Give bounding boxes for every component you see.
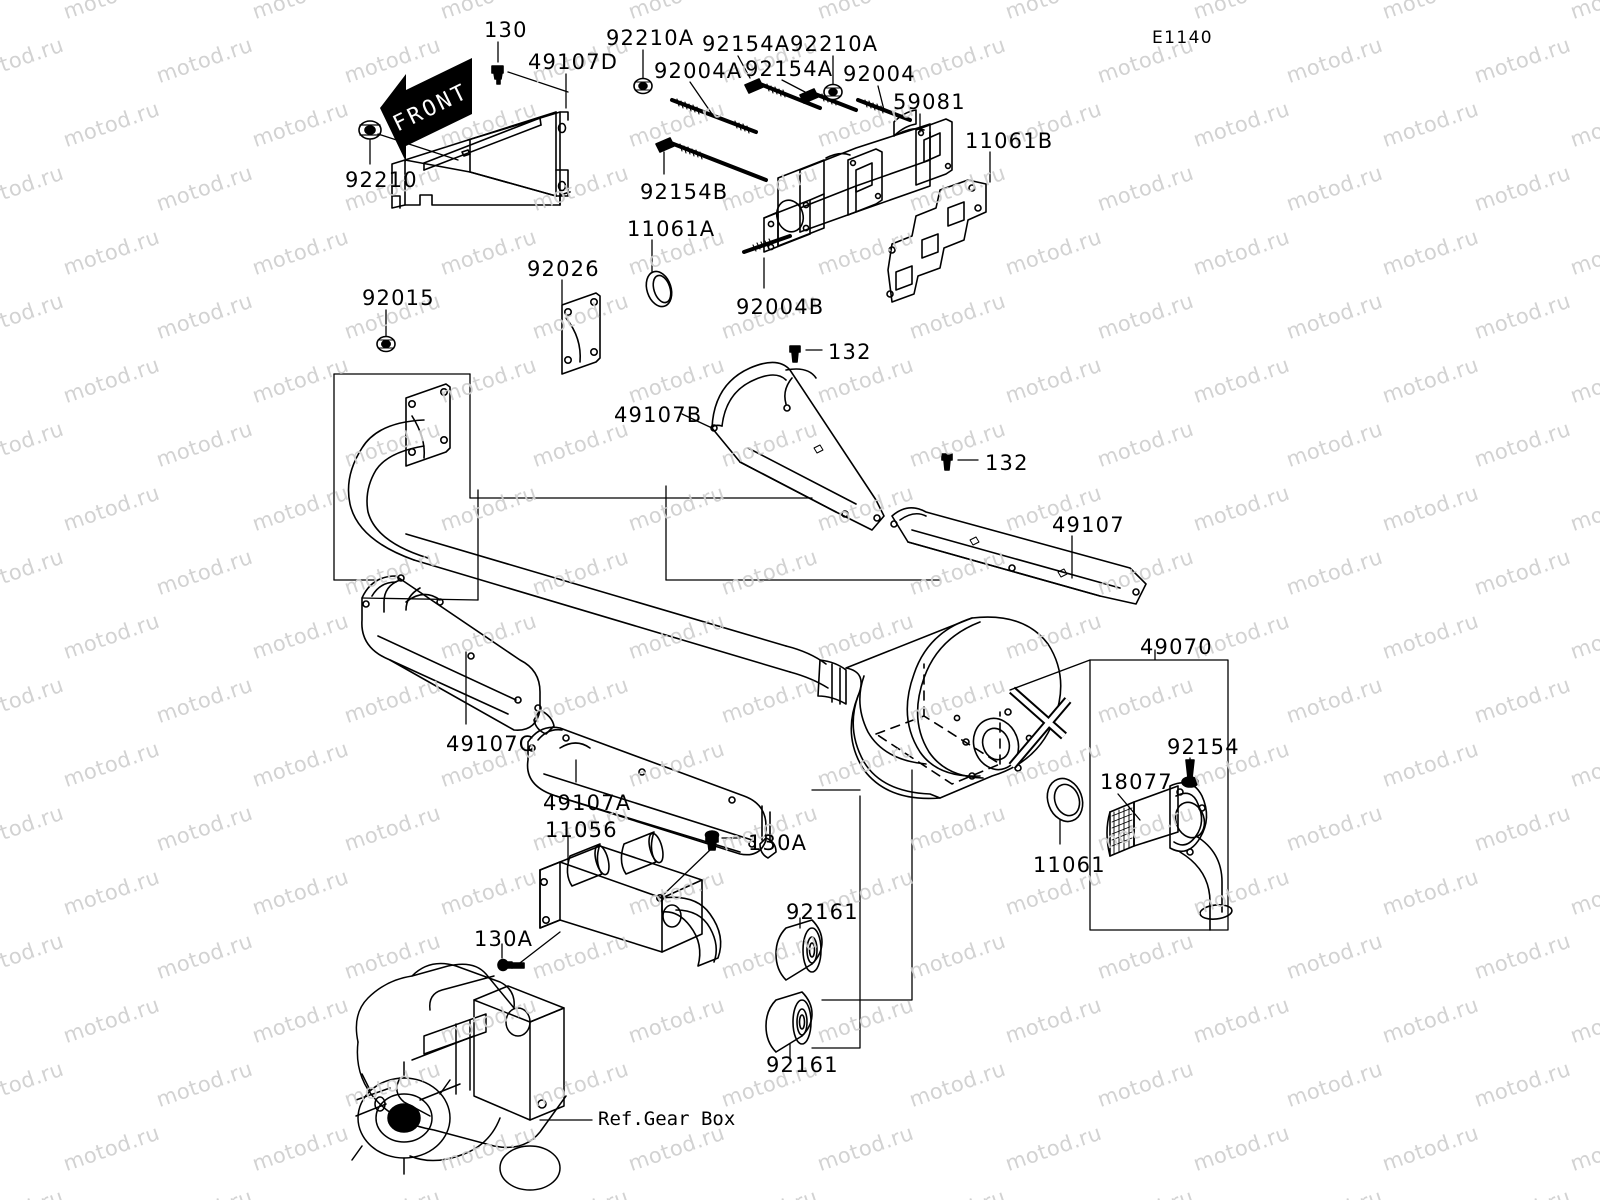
- callout-11061-gasket: 11061: [1033, 853, 1106, 877]
- callout-92154A-bolt-lower: 92154A: [745, 57, 834, 81]
- part-92210A-nut-1: [633, 77, 653, 95]
- part-132-screw-upper: [789, 345, 801, 363]
- callout-130A-bolt-lower: 130A: [474, 927, 534, 951]
- part-49070-muffler: [817, 616, 1072, 800]
- callout-130A-bolt-upper: 130A: [748, 831, 808, 855]
- part-11061-gasket: [1046, 777, 1084, 823]
- diagram-code: E1140: [1152, 28, 1214, 48]
- part-49107D-bracket: [391, 111, 571, 209]
- callout-49107-heat-shield: 49107: [1052, 513, 1125, 537]
- ref-gear-box-label: Ref.Gear Box: [598, 1108, 736, 1130]
- part-59081-exhaust-manifold: [763, 109, 953, 253]
- part-132-screw-lower: [941, 453, 953, 471]
- part-92004A-stud: [670, 98, 758, 134]
- part-49107B-heat-shield: [710, 361, 885, 531]
- callout-92026-spacer: 92026: [527, 257, 600, 281]
- part-11056-bracket: [539, 831, 722, 967]
- part-18077-spark-arrester: [1106, 781, 1233, 931]
- part-11061B-gasket: [886, 179, 987, 303]
- part-92026-spacer: [561, 292, 601, 375]
- callout-92154A-bolt-upper: 92154A: [702, 32, 791, 56]
- part-49107A-heat-shield: [526, 726, 777, 859]
- callout-49070-muffler-assembly: 49070: [1140, 635, 1213, 659]
- part-92210A-nut-2: [823, 83, 843, 101]
- callout-49107D-heat-shield-bracket: 49107D: [528, 50, 619, 74]
- front-arrow-icon: FRONT: [380, 58, 473, 162]
- callout-92154B-bolt: 92154B: [640, 180, 729, 204]
- callout-92210-nut: 92210: [345, 168, 418, 192]
- callout-59081-exhaust-manifold: 59081: [893, 90, 966, 114]
- callout-132-screw-upper: 132: [828, 340, 872, 364]
- part-130A-bolt-upper: [704, 830, 720, 851]
- part-92004B-stud: [742, 234, 792, 254]
- callout-92004B-stud: 92004B: [736, 295, 825, 319]
- part-11061A-gasket-ring: [645, 270, 673, 308]
- callout-92210A-nut-2: 92210A: [790, 32, 879, 56]
- callout-49107C-heat-shield: 49107C: [446, 732, 535, 756]
- callout-18077-spark-arrester: 18077: [1100, 770, 1173, 794]
- group-brackets: [333, 373, 1229, 1049]
- callout-92154-bolt: 92154: [1167, 735, 1240, 759]
- part-92161-damper-lower: [765, 991, 813, 1053]
- callout-11061B-gasket: 11061B: [965, 129, 1054, 153]
- callout-11056-bracket: 11056: [545, 818, 618, 842]
- callout-49107A-heat-shield: 49107A: [543, 791, 632, 815]
- ref-gear-box-illustration: [351, 962, 567, 1191]
- callout-92161-damper-lower: 92161: [766, 1053, 839, 1077]
- callout-92210A-nut: 92210A: [606, 26, 695, 50]
- part-130-bolt: [491, 65, 504, 85]
- part-92154-bolt: [1181, 759, 1199, 788]
- callout-130-bolt: 130: [484, 18, 528, 42]
- part-92210-nut: [358, 120, 382, 140]
- callout-92161-damper-upper: 92161: [786, 900, 859, 924]
- callout-11061A-gasket-ring: 11061A: [627, 217, 716, 241]
- part-49107C-heat-shield: [361, 574, 555, 735]
- callout-132-screw-lower: 132: [985, 451, 1029, 475]
- part-92015-nut: [376, 335, 396, 353]
- callout-92004A-stud: 92004A: [654, 59, 743, 83]
- front-direction-marker: FRONT: [372, 52, 482, 169]
- part-92161-damper-upper: [775, 919, 823, 981]
- callout-49107B-heat-shield: 49107B: [614, 403, 703, 427]
- part-130A-bolt-lower: [497, 958, 525, 972]
- part-49107-heat-shield: [890, 507, 1147, 605]
- callout-92004-stud: 92004: [843, 62, 916, 86]
- leader-lines: [369, 41, 1191, 1121]
- part-92154B-bolt: [655, 137, 768, 182]
- part-exhaust-pipe: [347, 383, 829, 689]
- callout-92015-nut: 92015: [362, 286, 435, 310]
- part-92154A-bolt-upper: [744, 78, 822, 110]
